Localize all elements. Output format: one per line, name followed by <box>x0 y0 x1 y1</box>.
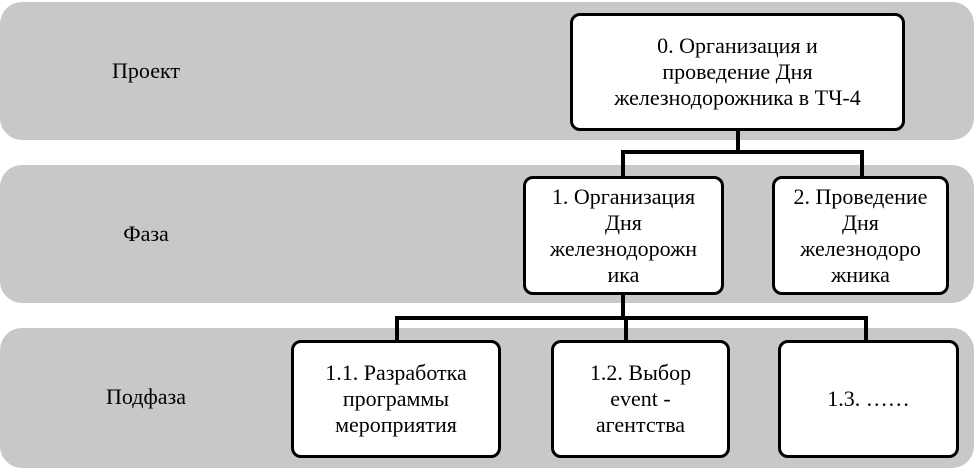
node-sub-1-2: 1.2. Выбор event - агентства <box>551 340 730 458</box>
level-label-subphase: Подфаза <box>106 384 186 409</box>
level-label-phase: Фаза <box>123 221 169 246</box>
node-sub-1-3: 1.3. …… <box>778 340 959 458</box>
node-phase-2: 2. Проведение Дня железнодоро жника <box>772 176 949 295</box>
node-phase-1: 1. Организация Дня железнодорожн ика <box>523 176 724 295</box>
node-root: 0. Организация и проведение Дня железнод… <box>570 13 905 131</box>
level-label-project: Проект <box>112 58 180 83</box>
node-sub-1-1: 1.1. Разработка программы мероприятия <box>291 340 501 458</box>
